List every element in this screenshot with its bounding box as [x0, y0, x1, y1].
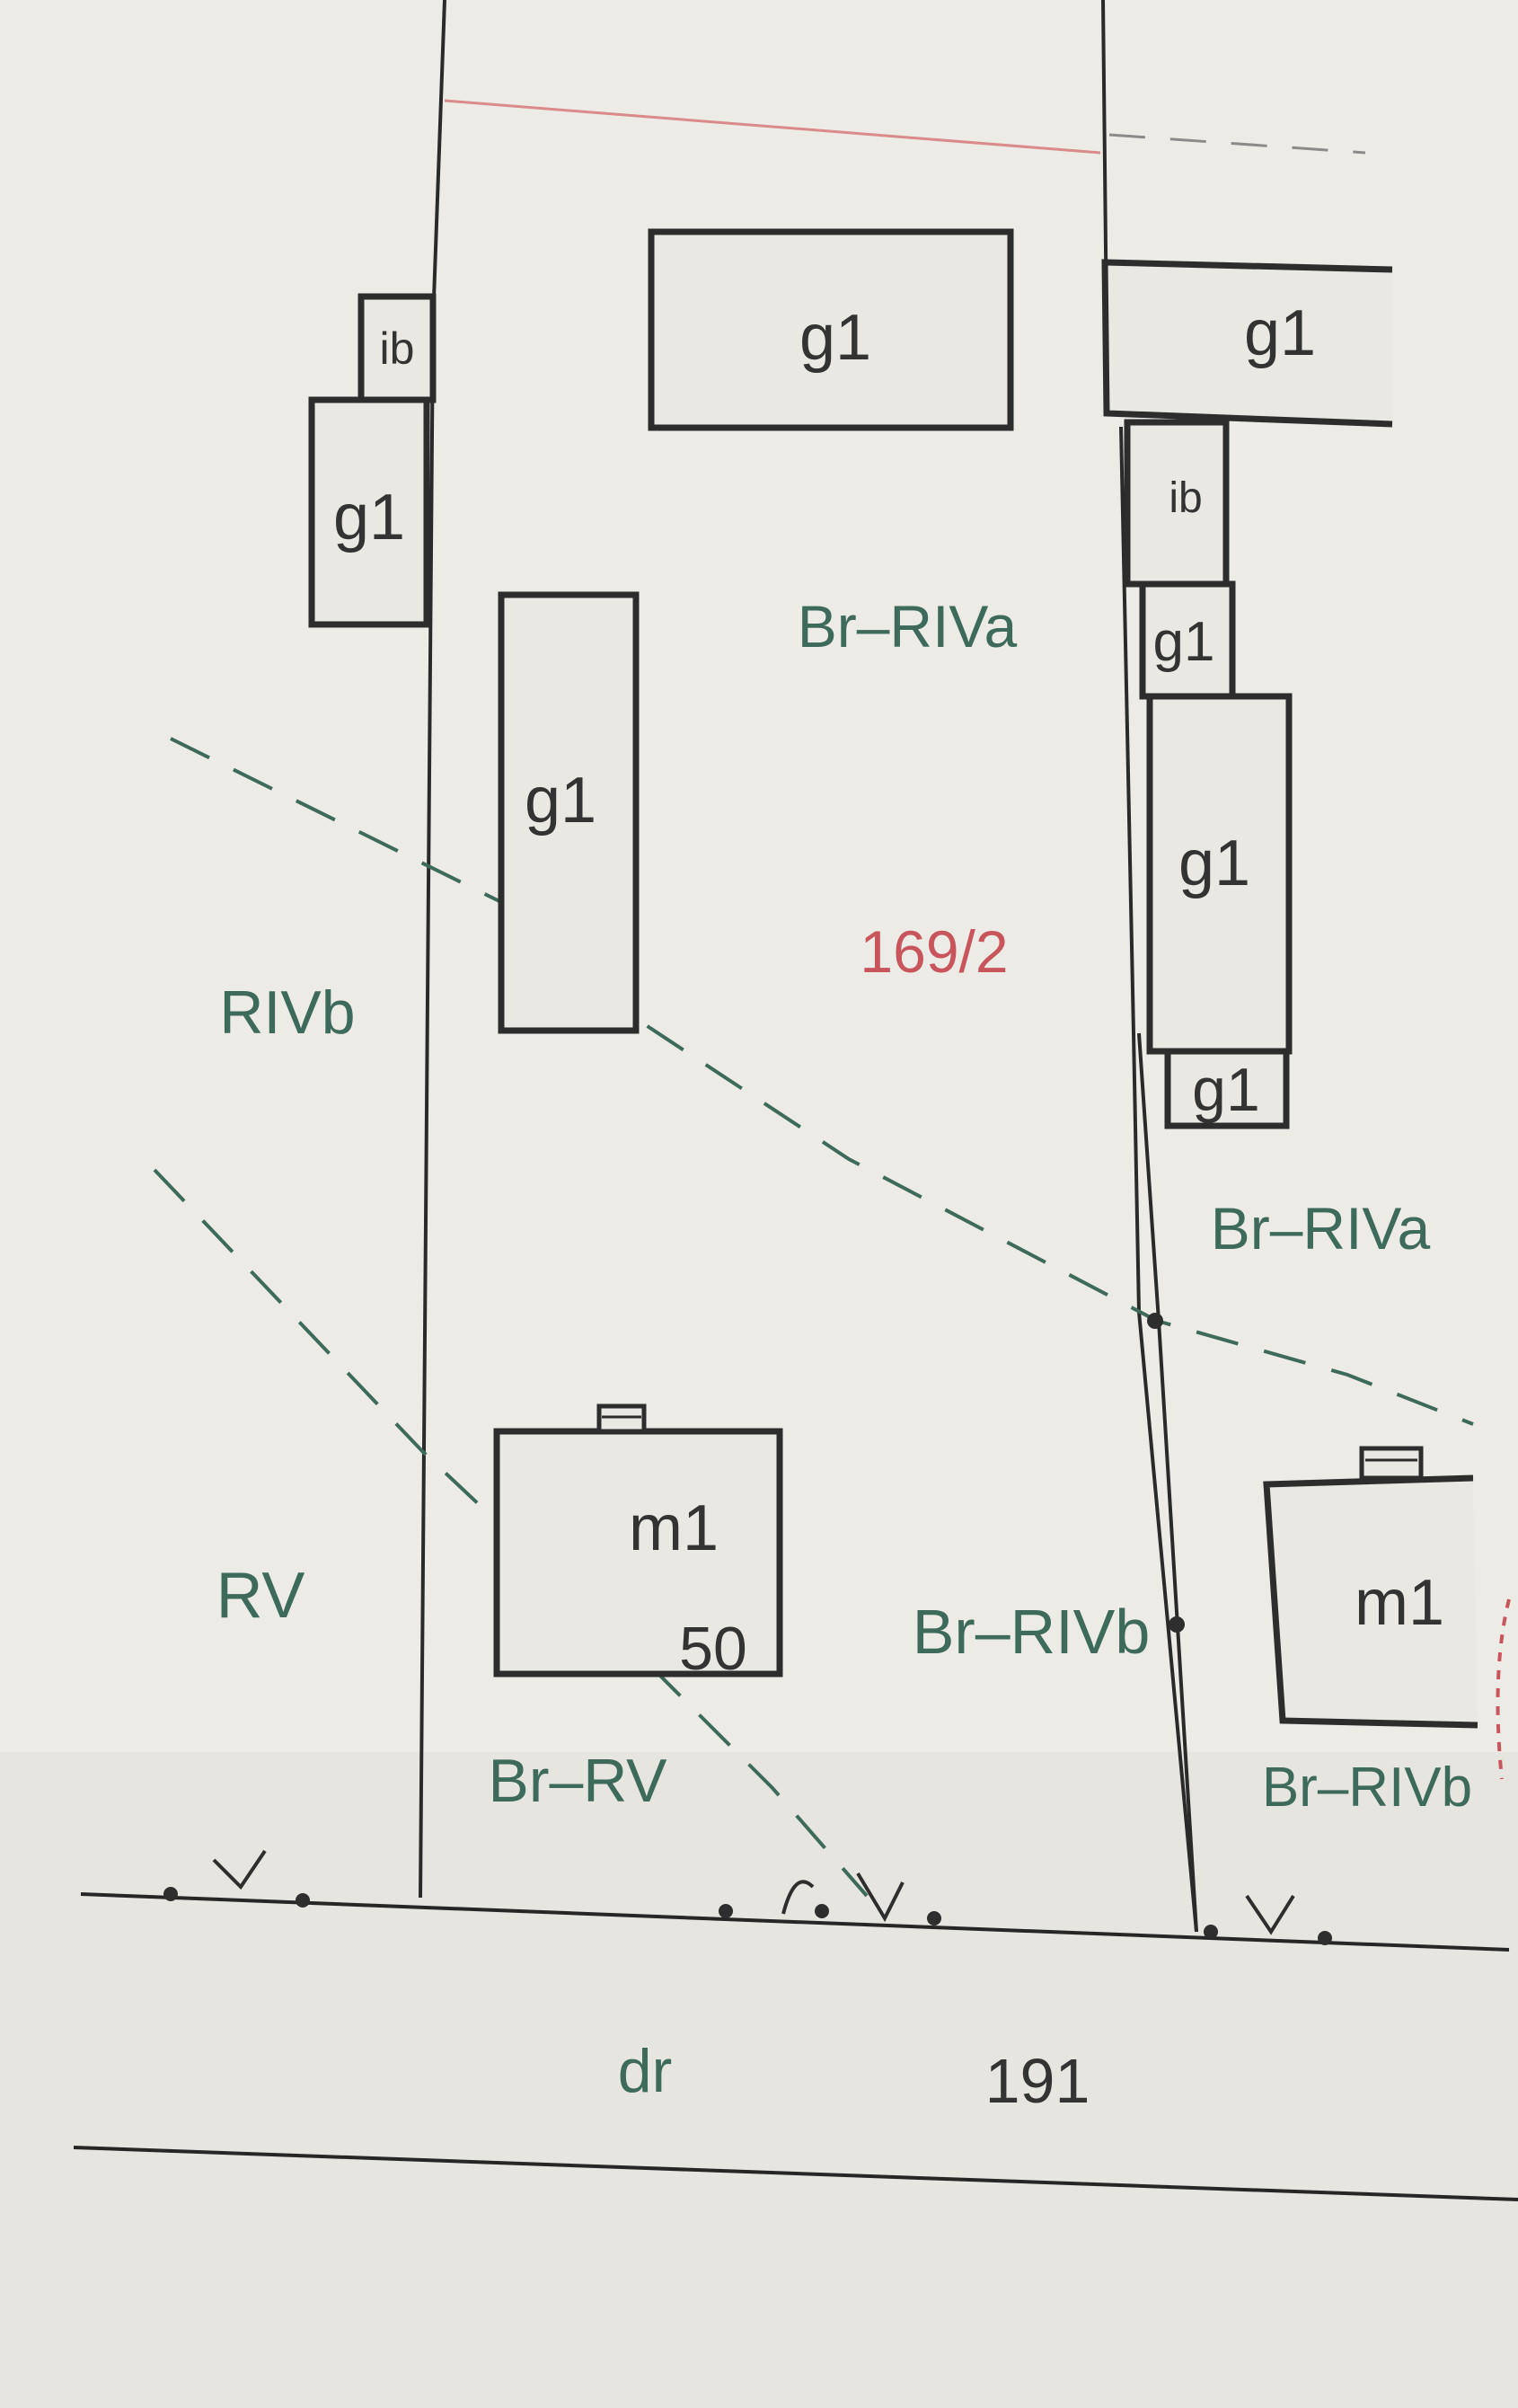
road-edge-upper	[80, 1892, 1510, 1952]
building-g1-top-center	[648, 228, 1014, 431]
road-type-label: dr	[618, 2037, 672, 2105]
road-edge-lower	[73, 2146, 1518, 2201]
survey-point	[163, 1887, 178, 1901]
building-g1-top-center-label: g1	[799, 302, 871, 374]
building-g1-center	[498, 591, 640, 1034]
soil-boundary-lower	[153, 1168, 869, 1898]
survey-point	[296, 1893, 310, 1908]
building-m1-right	[1263, 1474, 1478, 1729]
building-m1-center-number: 50	[679, 1615, 747, 1683]
building-g1-left	[308, 396, 430, 628]
building-m1-center	[493, 1428, 783, 1678]
road-edge-symbols	[163, 1313, 1332, 1945]
building-m1-center-label: m1	[629, 1492, 719, 1564]
soil-label-br-riva-right: Br–RIVa	[1211, 1195, 1431, 1262]
soil-label-rv-left: RV	[216, 1560, 305, 1632]
soil-label-rivb-left: RIVb	[219, 978, 355, 1047]
survey-point	[1147, 1313, 1163, 1329]
building-ib-right	[1124, 419, 1230, 588]
ditch-symbol	[856, 1872, 905, 1923]
building-g1-left-label: g1	[333, 482, 405, 553]
parcel-number: 169/2	[860, 918, 1008, 985]
red-boundary-mark	[1496, 1598, 1511, 1780]
survey-point	[1318, 1931, 1332, 1945]
soil-label-br-riva-top: Br–RIVa	[798, 593, 1018, 660]
survey-point	[1204, 1925, 1218, 1939]
building-g1-right-bottom-label: g1	[1192, 1056, 1260, 1124]
paper-bottom-shade	[0, 1752, 1518, 2408]
building-m1-right-label: m1	[1355, 1567, 1444, 1639]
grey-dashed-boundary	[1108, 133, 1366, 155]
ditch-symbol	[1245, 1894, 1295, 1935]
building-ib-left	[357, 293, 437, 403]
survey-point	[927, 1911, 941, 1926]
building-g1-right-small-label: g1	[1153, 611, 1215, 673]
road-number-label: 191	[985, 2046, 1090, 2116]
survey-point	[1169, 1616, 1185, 1633]
building-g1-right-tall	[1146, 693, 1293, 1055]
building-g1-top-right-label: g1	[1244, 297, 1316, 369]
building-g1-top-right	[1101, 259, 1393, 428]
parcel-boundary-right	[1119, 426, 1198, 1933]
ditch-symbol	[212, 1849, 267, 1890]
ditch-symbol	[781, 1880, 815, 1915]
building-m1-center-entrance	[596, 1403, 647, 1434]
building-g1-right-bottom	[1164, 1048, 1290, 1129]
building-ib-right-label: ib	[1169, 474, 1202, 522]
survey-point	[815, 1904, 829, 1918]
building-g1-center-label: g1	[525, 765, 596, 837]
survey-point	[719, 1904, 733, 1918]
soil-label-br-rivb-center: Br–RIVb	[913, 1597, 1151, 1667]
soil-label-br-rivb-right: Br–RIVb	[1262, 1757, 1472, 1819]
red-reference-line	[444, 99, 1101, 155]
building-ib-left-label: ib	[380, 323, 415, 374]
building-m1-right-entrance	[1359, 1446, 1424, 1481]
soil-label-br-rv-bottom: Br–RV	[488, 1747, 667, 1815]
building-g1-right-tall-label: g1	[1178, 828, 1250, 899]
